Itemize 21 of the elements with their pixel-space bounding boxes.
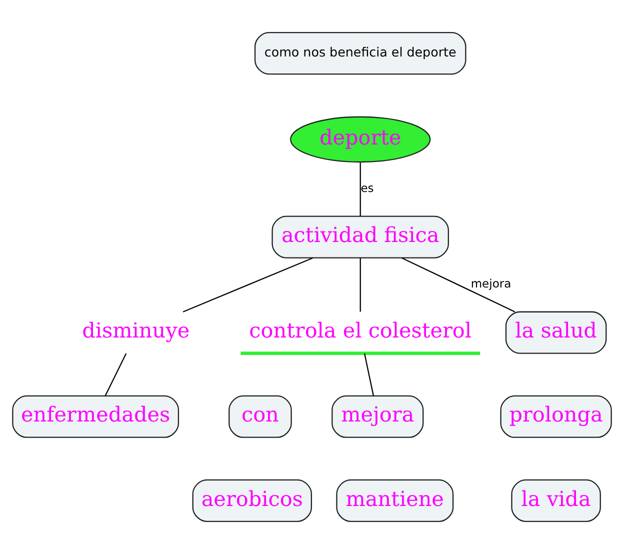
connector bbox=[402, 257, 516, 312]
edge-label: es bbox=[360, 181, 374, 196]
node-box: mantiene bbox=[336, 479, 454, 522]
node-box: enfermedades bbox=[12, 395, 180, 438]
node-box: como nos beneficia el deporte bbox=[254, 32, 466, 75]
node-text: controla el colesterol bbox=[249, 318, 472, 343]
edge-label: mejora bbox=[470, 276, 512, 291]
connector bbox=[360, 258, 361, 312]
node-box: la salud bbox=[505, 311, 607, 354]
node-box: la vida bbox=[511, 479, 601, 522]
node-box: prolonga bbox=[500, 395, 612, 438]
connector bbox=[104, 353, 127, 396]
node-box: actividad fisica bbox=[272, 216, 449, 258]
connector bbox=[182, 257, 313, 312]
node-box: con bbox=[228, 395, 292, 438]
node-ellipse: deporte bbox=[290, 116, 431, 163]
node-text: disminuye bbox=[82, 318, 190, 343]
connector bbox=[360, 162, 361, 216]
connector bbox=[364, 353, 374, 396]
node-box: mejora bbox=[332, 395, 424, 438]
node-box: aerobicos bbox=[192, 479, 312, 522]
